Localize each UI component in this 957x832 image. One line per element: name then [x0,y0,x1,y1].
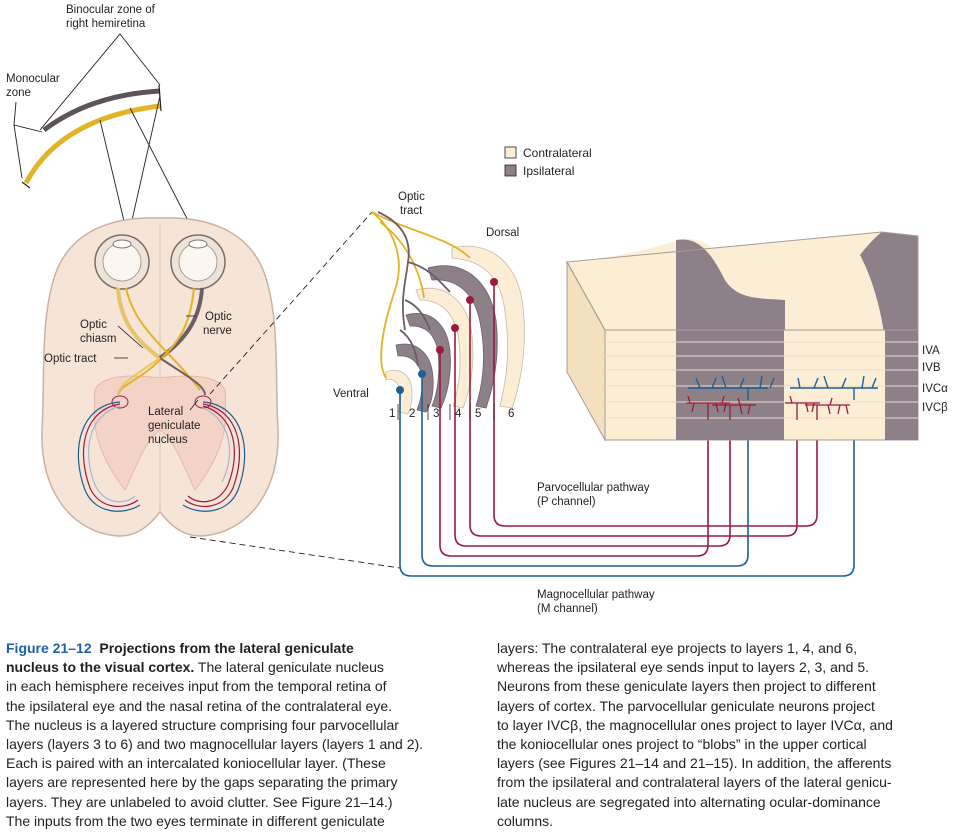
caption-right-line-5: to layer IVCβ, the magnocellular ones pr… [497,716,893,733]
label-monocular-zone-line1: Monocular [6,73,60,85]
label-layer-2: 2 [409,408,415,420]
brain-horizontal-section [41,217,279,537]
caption-left-line-9: The inputs from the two eyes terminate i… [6,812,385,829]
label-ventral: Ventral [333,388,369,400]
caption-right-line-2: whereas the ipsilateral eye sends input … [497,659,869,676]
binocular-zone-arc [42,88,161,132]
legend: Contralateral Ipsilateral [504,146,592,178]
caption-right-line-6: the koniocellular ones project to “blobs… [497,736,867,753]
legend-swatch-contralateral [504,146,517,159]
parvocellular-arbors [686,395,850,420]
legend-label-contralateral: Contralateral [523,146,592,160]
cortex-ipsi-column-2 [885,330,918,440]
label-parvocellular-line1: Parvocellular pathway [537,482,650,494]
label-layer-5: 5 [475,408,481,420]
label-optic-chiasm-line2: chiasm [80,333,116,345]
caption-title-part1: Projections from the lateral geniculate [99,640,354,656]
caption-heading-line: Figure 21–12 Projections from the latera… [6,639,468,658]
caption-right-line-7: layers (see Figures 21–14 and 21–15). In… [497,755,892,772]
caption-right-line-10: columns. [497,812,554,829]
caption-right-line-9: late nucleus are segregated into alterna… [497,793,881,810]
caption-left-line-6: Each is paired with an intercalated koni… [6,755,386,772]
label-optic-nerve-line2: nerve [203,325,232,337]
caption-left-line-7: layers are represented here by the gaps … [6,774,398,791]
caption-right-line-1: layers: The contralateral eye projects t… [497,640,858,656]
monocular-zone-arc [23,103,161,185]
lgn-layer-1 [385,369,413,415]
label-optic-chiasm-line1: Optic [80,319,107,331]
lgn-layers [371,211,525,415]
label-binocular-zone-line2: right hemiretina [66,18,146,30]
caption-right-line-8: from the ipsilateral and contralateral l… [497,774,892,791]
label-optic-tract-lgn-line2: tract [400,205,423,217]
legend-swatch-ipsilateral [504,164,517,177]
lgn-projection-diagram: Contralateral Ipsilateral [6,4,948,615]
caption-right-line-3: Neurons from these geniculate layers the… [497,678,876,695]
label-cortex-ivc-alpha: IVCα [922,383,948,395]
label-layer-1: 1 [389,408,395,420]
cortex-ipsi-column-1 [676,330,784,440]
caption-figure-number: Figure 21–12 [6,640,92,656]
label-optic-tract-brain: Optic tract [44,353,97,365]
lgn-layer-4 [415,288,474,409]
caption-left-line-3: the ipsilateral eye and the nasal retina… [6,697,393,714]
caption-title-part2: nucleus to the visual cortex. [6,659,195,676]
visual-field-arcs [13,33,198,239]
caption-left-line-4: The nucleus is a layered structure compr… [6,716,399,733]
label-lgn-line2: geniculate [148,420,200,432]
label-optic-tract-lgn-line1: Optic [398,191,425,203]
label-lgn-line1: Lateral [148,406,183,418]
label-optic-nerve-line1: Optic [205,311,232,323]
label-magnocellular-line2: (M channel) [537,603,598,615]
label-layer-3: 3 [433,408,439,420]
label-monocular-zone-line2: zone [6,87,31,99]
label-binocular-zone-line1: Binocular zone of [66,4,156,16]
label-dorsal: Dorsal [486,227,519,239]
label-lgn-line3: nucleus [148,434,188,446]
caption-left-line-2: in each hemisphere receives input from t… [6,678,387,695]
caption-left-line-1-rest: The lateral geniculate nucleus [194,659,384,676]
caption-left-line-5: layers (layers 3 to 6) and two magnocell… [6,736,424,753]
label-cortex-ivb: IVB [922,362,941,374]
visual-cortex-block [566,231,919,442]
label-parvocellular-line2: (P channel) [537,496,596,508]
magnocellular-axons [399,374,855,577]
diagram-labels: Binocular zone of right hemiretina Monoc… [6,4,948,615]
caption-left-column: Figure 21–12 Projections from the latera… [6,639,468,831]
label-cortex-iva: IVA [922,345,940,357]
label-cortex-ivc-beta: IVCβ [922,402,948,414]
label-layer-6: 6 [508,408,514,420]
caption-left-line-8: layers. They are unlabeled to avoid clut… [6,793,393,810]
magnocellular-arbors [688,375,878,400]
label-magnocellular-line1: Magnocellular pathway [537,589,655,601]
caption-right-column: layers: The contralateral eye projects t… [497,639,949,831]
caption-left-line-1: nucleus to the visual cortex. The latera… [6,658,468,677]
caption-right-line-4: layers of cortex. The parvocellular geni… [497,697,875,714]
parvocellular-axons [439,282,818,557]
legend-label-ipsilateral: Ipsilateral [523,164,574,178]
label-layer-4: 4 [455,408,462,420]
